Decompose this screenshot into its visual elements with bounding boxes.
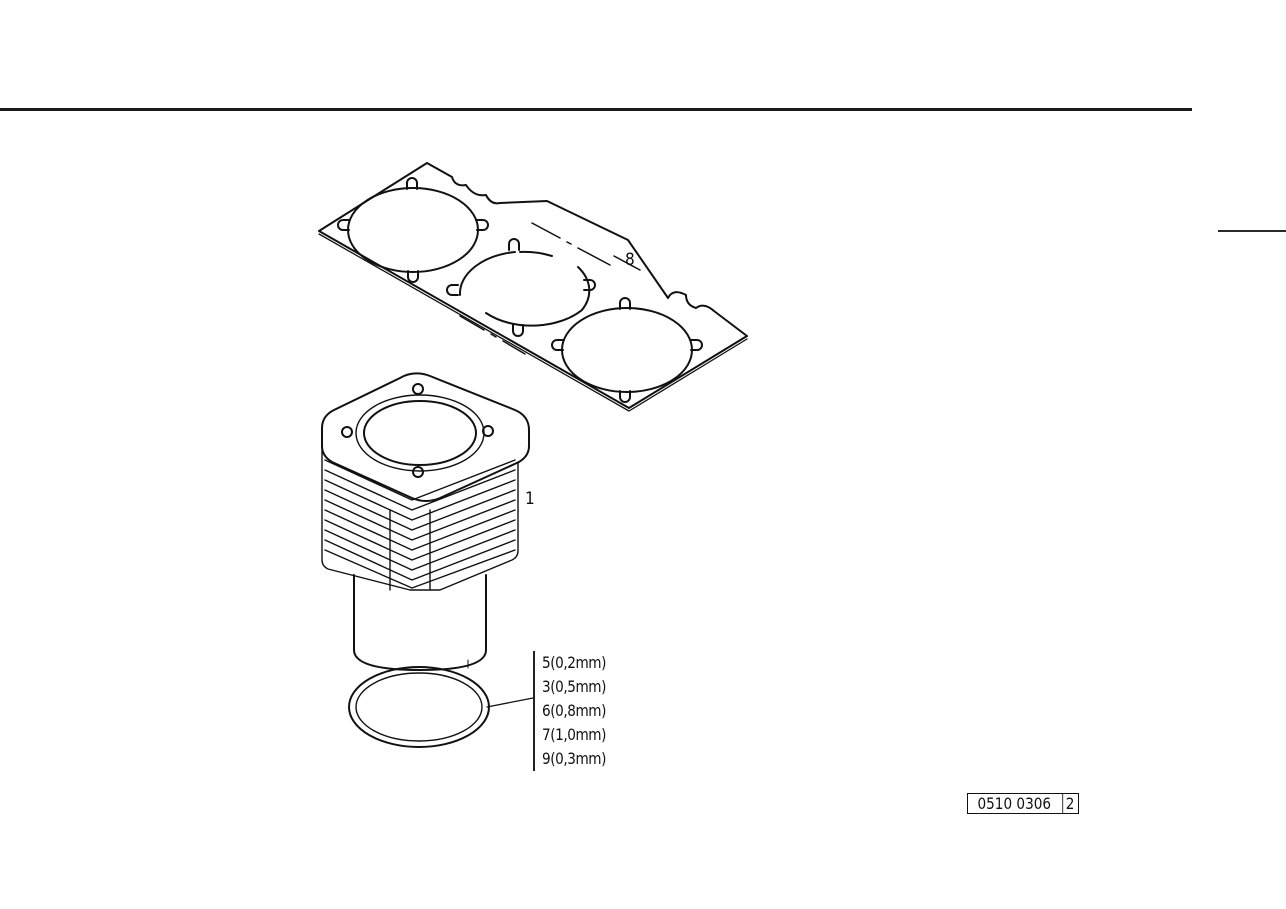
drawing-reference-box: 0510 0306 2 [967, 793, 1079, 814]
cylinder-illustration [321, 372, 530, 671]
shim-option: 7(1,0mm) [542, 725, 606, 744]
header-rule [0, 108, 1192, 111]
shim-thickness-list: 5(0,2mm) 3(0,5mm) 6(0,8mm) 7(1,0mm) 9(0,… [533, 651, 617, 771]
callout-gasket: 8 [625, 250, 635, 270]
callout-cylinder: 1 [525, 489, 535, 509]
sheet-number: 2 [1061, 794, 1077, 813]
drawing-code: 0510 0306 [977, 794, 1052, 813]
shim-option: 9(0,3mm) [542, 749, 606, 768]
shim-option: 3(0,5mm) [542, 677, 606, 696]
head-gasket-illustration [318, 162, 748, 412]
section-tab-marker [1218, 230, 1286, 232]
shim-option: 6(0,8mm) [542, 701, 606, 720]
shim-option: 5(0,2mm) [542, 653, 606, 672]
shim-ring-illustration [348, 659, 534, 748]
